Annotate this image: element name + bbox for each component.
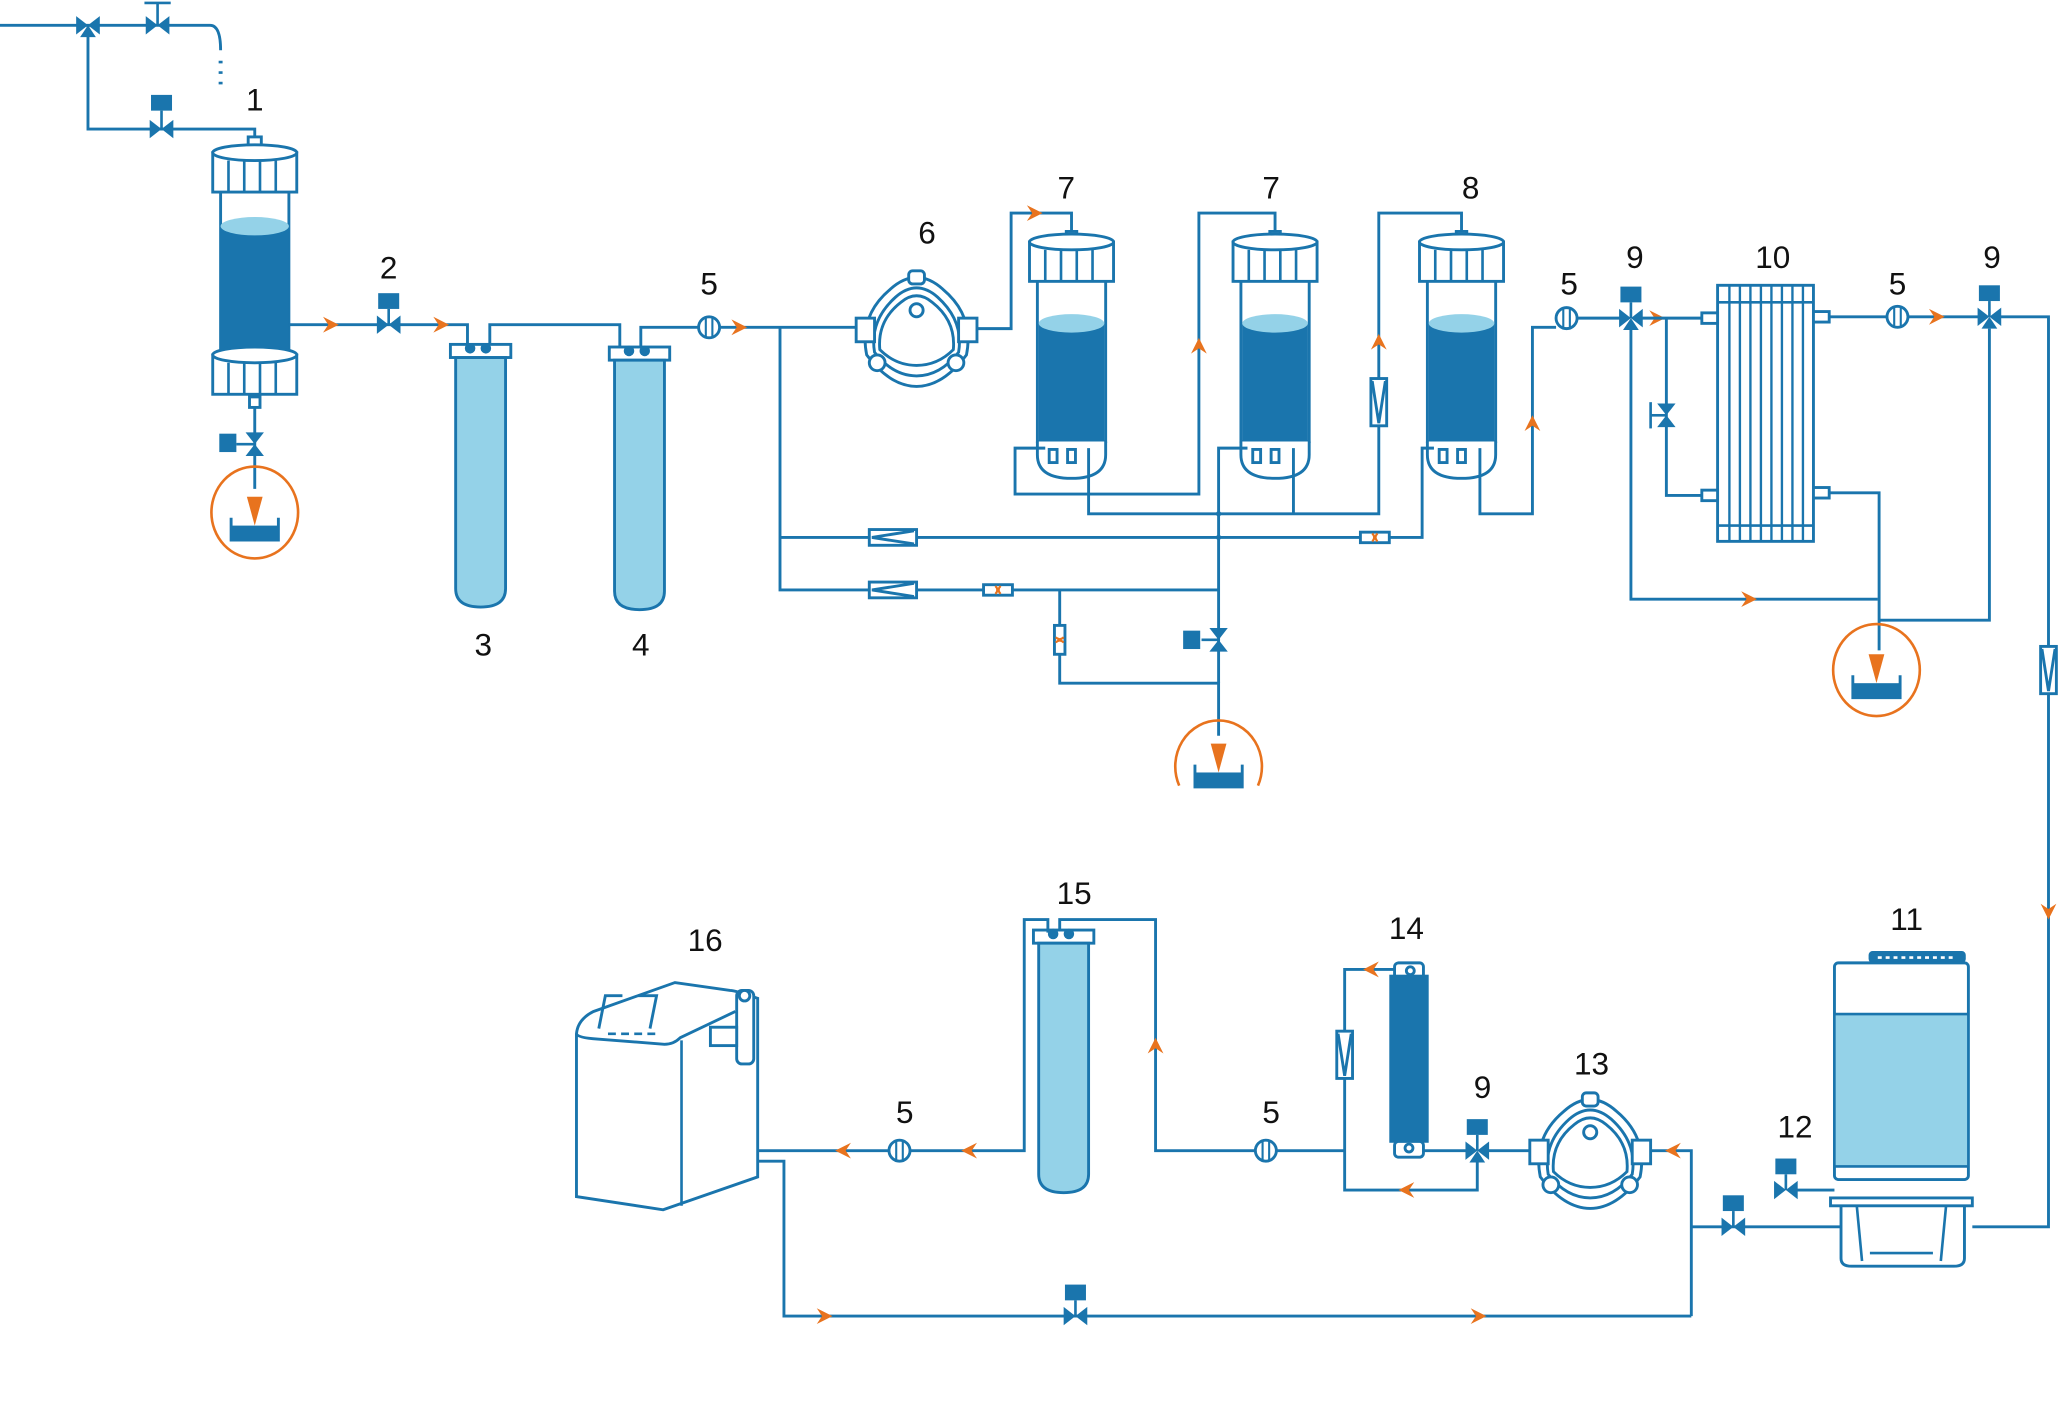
component-9-three-way-valve-b[interactable] [1977,285,2002,329]
component-7-ion-exchange-column-b[interactable] [1231,230,1319,480]
component-11-storage-tank[interactable] [1829,951,1974,1268]
component-6-peristaltic-pump[interactable] [854,269,979,388]
label-10: 10 [1755,239,1790,275]
column-interconnect-piping [778,211,1557,736]
label-5b: 5 [1560,265,1578,301]
pipe-loop-to-pump-13 [1649,1149,1693,1317]
label-2: 2 [380,250,398,286]
component-1-media-filter[interactable] [211,135,299,409]
label-16: 16 [688,922,723,958]
label-14: 14 [1389,910,1424,946]
membrane-drain [1831,622,1922,718]
component-15-final-filter[interactable] [1031,927,1096,1195]
component-14-polishing-cartridge[interactable] [1389,961,1429,1159]
component-12-solenoid-valve[interactable] [1774,1158,1798,1200]
pipe-concentrate [1829,491,1881,651]
label-6: 6 [918,214,936,250]
component-2-solenoid-valve[interactable] [376,293,401,334]
inlet-manual-valve[interactable] [144,1,171,35]
label-11: 11 [1890,901,1923,937]
component-10-membrane-module[interactable] [1700,283,1831,543]
pipe-return-loop [757,1159,1692,1318]
pipe-6-to-7a [976,211,1073,331]
label-15: 15 [1057,875,1092,911]
label-3: 3 [474,627,492,663]
label-13: 13 [1574,1045,1609,1081]
pipe-9b-to-drain [1879,328,1991,622]
component-5-flowmeter-a[interactable] [697,315,722,340]
component-4-cartridge-filter[interactable] [607,344,672,612]
membrane-bypass-manual-valve[interactable] [1649,402,1676,429]
backwash-solenoid-valve[interactable] [149,94,174,139]
label-5e: 5 [896,1094,914,1130]
component-5-flowmeter-e[interactable] [887,1138,912,1163]
label-9a: 9 [1626,239,1644,275]
component-5-flowmeter-d[interactable] [1253,1138,1278,1163]
label-9b: 9 [1983,239,2001,275]
label-12: 12 [1778,1109,1813,1145]
inlet-piping [0,23,257,148]
label-7a: 7 [1058,170,1076,206]
pipe-3-to-4 [488,323,622,350]
label-7b: 7 [1262,170,1280,206]
component-8-ion-exchange-column[interactable] [1418,230,1505,480]
component-13-peristaltic-pump[interactable] [1528,1091,1653,1210]
return-loop-solenoid-valve[interactable] [1063,1284,1088,1326]
pipe-4-out [639,325,699,350]
label-1: 1 [246,82,264,118]
label-5d: 5 [1262,1094,1280,1130]
pipe-5d-to-15 [1058,918,1256,1153]
pipe-to-tank [1972,315,2050,1229]
component-7-ion-exchange-column-a[interactable] [1028,230,1115,480]
component-9-three-way-valve-c[interactable] [1465,1119,1490,1163]
inlet-three-way-valve[interactable] [76,16,100,38]
tank-outlet-solenoid-valve[interactable] [1721,1195,1746,1237]
pipe-membrane-bypass [1664,318,1714,497]
pipe-1-to-3 [288,323,469,348]
pipe-14-loop [1343,967,1479,1192]
component-16-dispenser-unit[interactable] [575,981,760,1212]
regen-drain-valve[interactable] [1183,628,1228,652]
pipe-15-to-5e [910,918,1050,1153]
column-1-drain [209,407,300,560]
component-5-flowmeter-b[interactable] [1554,306,1579,331]
component-5-flowmeter-c[interactable] [1885,304,1910,329]
label-8: 8 [1462,170,1480,206]
pipe-9a-to-drain [1629,329,1878,601]
label-5c: 5 [1889,265,1907,301]
label-5a: 5 [700,265,718,301]
label-4: 4 [632,627,650,663]
component-3-cartridge-filter[interactable] [448,341,513,609]
component-9-three-way-valve-a[interactable] [1619,286,1643,330]
regen-drain [1174,719,1264,789]
label-9c: 9 [1474,1069,1492,1105]
